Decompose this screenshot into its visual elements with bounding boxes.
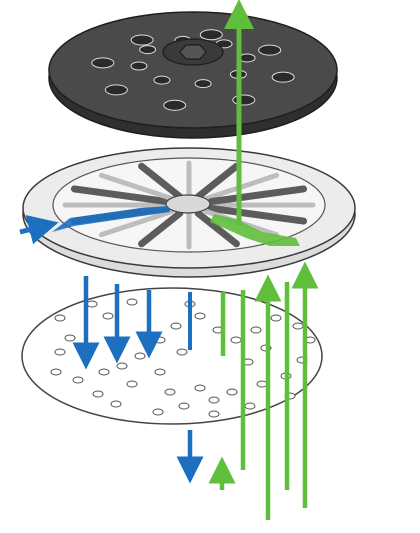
interface-plate-spoke — [138, 209, 184, 248]
blue-air-channel — [52, 206, 170, 232]
interface-plate-spoke — [70, 185, 171, 206]
disc-hole — [92, 390, 104, 398]
disc-hole — [176, 348, 188, 356]
green-upflow-arrows — [208, 0, 319, 520]
interface-plate — [22, 147, 356, 278]
interface-plate-hub — [165, 194, 211, 214]
disc-hole — [270, 314, 282, 322]
disc-hole — [54, 348, 66, 356]
interface-plate-spoke — [138, 162, 184, 201]
disc-hole — [170, 322, 182, 330]
disc-hole — [154, 368, 166, 376]
interface-plate-spoke — [207, 185, 308, 206]
backing-pad-outer-slot — [271, 71, 295, 83]
disc-hole — [230, 336, 242, 344]
backing-pad-outer-slot — [258, 44, 282, 56]
disc-hole — [292, 322, 304, 330]
disc-hole — [64, 334, 76, 342]
green-air-channel — [210, 214, 300, 246]
abrasive-disc-body — [21, 287, 323, 425]
backing-pad-outer-slot — [199, 29, 223, 41]
disc-hole — [102, 312, 114, 320]
interface-plate-spoke — [207, 204, 308, 225]
disc-hole — [126, 380, 138, 388]
backing-pad-outer-slot — [232, 94, 256, 106]
disc-hole — [86, 300, 98, 308]
backing-pad-inner-slot — [130, 61, 148, 71]
backing-pad-hex-socket — [179, 44, 207, 60]
interface-plate-spoke — [98, 208, 175, 238]
disc-hole — [152, 408, 164, 416]
interface-plate-spoke — [194, 209, 240, 248]
disc-hole — [256, 380, 268, 388]
backing-pad-inner-slot — [153, 75, 171, 85]
disc-hole — [250, 326, 262, 334]
blue-flow-arrows — [19, 215, 204, 484]
backing-pad-inner-slot — [139, 45, 157, 55]
disc-hole — [208, 410, 220, 418]
disc-hole — [116, 362, 128, 370]
backing-pad — [48, 11, 338, 139]
disc-hole — [134, 352, 146, 360]
backing-pad-inner-slot — [194, 79, 212, 89]
disc-hole — [244, 402, 256, 410]
disc-hole — [50, 368, 62, 376]
disc-hole — [110, 400, 122, 408]
disc-hole — [54, 314, 66, 322]
disc-hole — [178, 402, 190, 410]
disc-hole — [194, 384, 206, 392]
disc-hole — [154, 336, 166, 344]
backing-pad-slots — [91, 29, 295, 111]
disc-hole — [208, 396, 220, 404]
disc-hole — [98, 368, 110, 376]
disc-hole — [126, 298, 138, 306]
interface-plate-spoke — [98, 172, 175, 202]
interface-plate-spoke — [194, 162, 240, 201]
disc-hole — [164, 388, 176, 396]
backing-pad-outer-slot — [104, 84, 128, 96]
disc-hole — [72, 376, 84, 384]
disc-hole — [194, 312, 206, 320]
backing-pad-outer-slot — [163, 99, 187, 111]
abrasive-disc — [21, 287, 323, 425]
backing-pad-top — [48, 11, 338, 129]
backing-pad-outer-slot — [91, 57, 115, 69]
backing-pad-outer-slot — [130, 34, 154, 46]
blue-inflow-arrow — [19, 215, 59, 245]
disc-hole — [226, 388, 238, 396]
